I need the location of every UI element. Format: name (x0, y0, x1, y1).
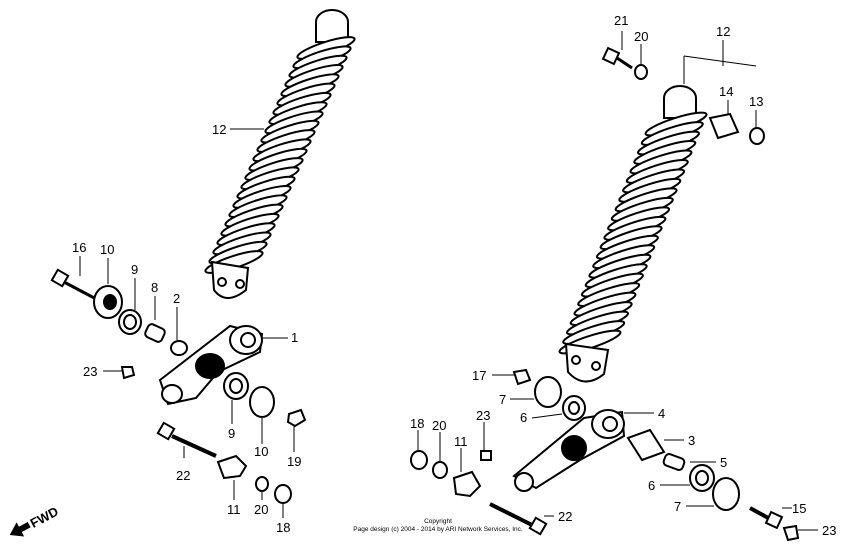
bolt-15 (749, 506, 784, 530)
nut-23-mid (480, 450, 492, 461)
callout-17: 17 (472, 368, 486, 383)
callout-1: 1 (291, 330, 298, 345)
callout-10-lower: 10 (254, 444, 268, 459)
nut-18-right (410, 450, 428, 470)
callout-16: 16 (72, 240, 86, 255)
washer-20-top (634, 64, 648, 80)
callout-23-right: 23 (822, 523, 836, 538)
right-shock-absorber (558, 85, 708, 383)
nut-23-left (120, 366, 136, 380)
callout-7-lower: 7 (674, 499, 681, 514)
callout-9: 9 (131, 262, 138, 277)
right-callouts: 21 20 12 14 13 17 7 6 4 18 20 23 11 3 5 … (410, 13, 836, 538)
bushing-11-left (216, 454, 248, 480)
callout-12-left: 12 (212, 122, 226, 137)
fwd-arrow-icon (9, 522, 31, 537)
callout-21: 21 (614, 13, 628, 28)
callout-6-lower: 6 (648, 478, 655, 493)
copyright-line2: Page design (c) 2004 - 2014 by ARI Netwo… (353, 526, 523, 533)
callout-20-left: 20 (254, 502, 268, 517)
nut-19 (286, 408, 307, 428)
callout-12-right: 12 (716, 24, 730, 39)
bolt-21 (601, 46, 633, 70)
callout-23-mid: 23 (476, 408, 490, 423)
callout-8: 8 (151, 280, 158, 295)
right-linkage-parts (410, 46, 800, 542)
bolt-16 (50, 268, 99, 302)
left-callouts: 12 16 10 9 8 2 1 23 9 10 19 22 11 20 18 (72, 122, 301, 535)
linkage-arm-4 (512, 409, 626, 492)
nut-23-right (782, 524, 800, 542)
bearing-8 (144, 323, 166, 343)
callout-18-right: 18 (410, 416, 424, 431)
callout-15: 15 (792, 501, 806, 516)
callout-3: 3 (688, 433, 695, 448)
callout-11-right: 11 (454, 434, 468, 449)
bolt-22-left (156, 421, 217, 458)
left-linkage-parts (50, 268, 307, 504)
collar-3 (626, 428, 666, 462)
callout-9-lower: 9 (228, 426, 235, 441)
callout-18-left: 18 (276, 520, 290, 535)
callout-14: 14 (719, 84, 733, 99)
callout-4: 4 (658, 406, 665, 421)
cap-10-lower (249, 386, 275, 418)
washer-7 (534, 376, 562, 408)
callout-5: 5 (720, 455, 727, 470)
nut-18-left (274, 484, 292, 504)
bearing-5 (662, 453, 686, 471)
callout-22-right: 22 (558, 509, 572, 524)
left-shock-absorber (204, 9, 356, 299)
washer-7-lower (712, 477, 740, 511)
bolt-22-right (489, 502, 548, 536)
callout-10: 10 (100, 242, 114, 257)
washer-20-right (432, 461, 448, 479)
callout-7: 7 (499, 392, 506, 407)
fwd-label: FWD (28, 504, 61, 531)
callout-11-left: 11 (227, 502, 241, 517)
callout-2: 2 (173, 291, 180, 306)
bushing-14 (708, 112, 740, 140)
copyright-line1: Copyright (424, 518, 452, 525)
callout-20-top: 20 (634, 29, 648, 44)
callout-20-right: 20 (432, 418, 446, 433)
fwd-indicator: FWD (9, 504, 61, 537)
collar-2 (170, 340, 188, 356)
callout-6: 6 (520, 410, 527, 425)
callout-19: 19 (287, 454, 301, 469)
linkage-arm-1 (158, 324, 264, 406)
washer-20-left (255, 476, 269, 492)
callout-22-left: 22 (176, 468, 190, 483)
leader-lines (79, 31, 818, 531)
callout-13: 13 (749, 94, 763, 109)
collar-13 (749, 127, 765, 145)
callout-23-left: 23 (83, 364, 97, 379)
nut-17 (512, 368, 532, 386)
bushing-11-right (452, 470, 482, 498)
